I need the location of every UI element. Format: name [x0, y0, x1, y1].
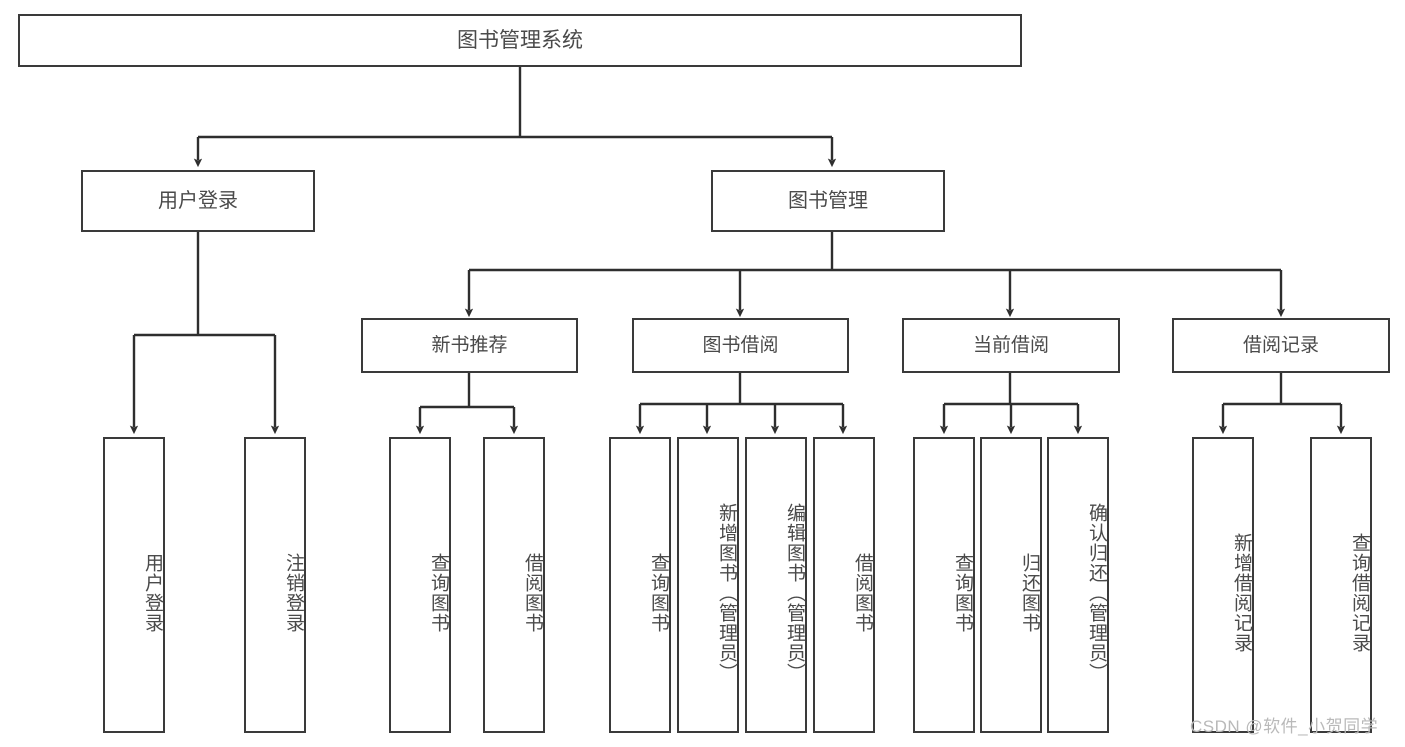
node-leaf-query-book-recommend[interactable]: 查询图书 — [389, 437, 451, 733]
node-label: 新书推荐 — [431, 334, 508, 356]
node-leaf-add-book-admin[interactable]: 新增图书（管理员） — [677, 437, 739, 733]
node-label: 借阅图书 — [522, 553, 543, 633]
node-label: 当前借阅 — [972, 334, 1049, 356]
node-label: 确认归还（管理员） — [1086, 503, 1107, 683]
node-leaf-query-borrow-record[interactable]: 查询借阅记录 — [1310, 437, 1372, 733]
node-label: 图书借阅 — [702, 334, 779, 356]
node-label: 借阅图书 — [852, 553, 873, 633]
node-current-borrow[interactable]: 当前借阅 — [902, 318, 1120, 373]
node-label: 查询借阅记录 — [1349, 533, 1370, 653]
node-user-login[interactable]: 用户登录 — [81, 170, 315, 232]
node-leaf-logout-login[interactable]: 注销登录 — [244, 437, 306, 733]
node-label: 查询图书 — [648, 553, 669, 633]
node-label: 查询图书 — [952, 553, 973, 633]
node-leaf-borrow-book-borrow[interactable]: 借阅图书 — [813, 437, 875, 733]
node-new-book-recommend[interactable]: 新书推荐 — [361, 318, 578, 373]
node-leaf-confirm-return-admin[interactable]: 确认归还（管理员） — [1047, 437, 1109, 733]
node-leaf-return-book[interactable]: 归还图书 — [980, 437, 1042, 733]
node-label: 新增图书（管理员） — [716, 503, 737, 683]
node-leaf-query-book-current[interactable]: 查询图书 — [913, 437, 975, 733]
node-label: 查询图书 — [428, 553, 449, 633]
node-label: 用户登录 — [142, 553, 163, 633]
node-borrow-record[interactable]: 借阅记录 — [1172, 318, 1390, 373]
node-label: 借阅记录 — [1242, 334, 1319, 356]
node-leaf-borrow-book-recommend[interactable]: 借阅图书 — [483, 437, 545, 733]
node-label: 编辑图书（管理员） — [784, 503, 805, 683]
node-label: 归还图书 — [1019, 553, 1040, 633]
node-label: 新增借阅记录 — [1231, 533, 1252, 653]
node-label: 图书管理 — [788, 189, 868, 212]
node-leaf-edit-book-admin[interactable]: 编辑图书（管理员） — [745, 437, 807, 733]
node-label: 图书管理系统 — [457, 28, 583, 52]
node-label: 注销登录 — [283, 553, 304, 633]
node-leaf-user-login[interactable]: 用户登录 — [103, 437, 165, 733]
node-label: 用户登录 — [158, 189, 238, 212]
csdn-watermark: CSDN @软件_小贺同学 — [1190, 717, 1379, 736]
node-book-management[interactable]: 图书管理 — [711, 170, 945, 232]
node-leaf-add-borrow-record[interactable]: 新增借阅记录 — [1192, 437, 1254, 733]
node-book-borrow[interactable]: 图书借阅 — [632, 318, 849, 373]
node-leaf-query-book-borrow[interactable]: 查询图书 — [609, 437, 671, 733]
node-root-book-management-system[interactable]: 图书管理系统 — [18, 14, 1022, 67]
